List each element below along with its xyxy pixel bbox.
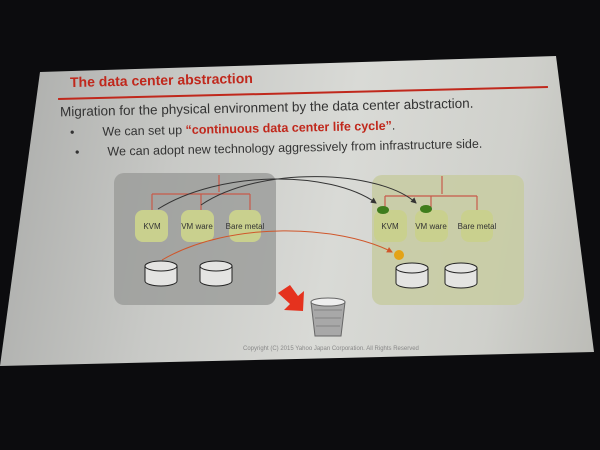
migrated-vm-dot bbox=[420, 205, 432, 213]
old-node-vmware: VM ware bbox=[181, 222, 213, 231]
old-node-baremetal: Bare metal bbox=[226, 222, 265, 231]
storage-disks bbox=[144, 260, 478, 289]
trash-can-icon bbox=[310, 297, 346, 337]
new-node-vmware: VM ware bbox=[415, 222, 447, 231]
migrated-vm-dot bbox=[377, 206, 389, 214]
new-network-lines bbox=[384, 176, 478, 210]
migrated-storage-dot bbox=[394, 250, 404, 260]
red-arrow-icon bbox=[278, 285, 304, 311]
migrate-arrow-kvm bbox=[157, 178, 377, 210]
copyright-text: Copyright (C) 2015 Yahoo Japan Corporati… bbox=[243, 346, 419, 352]
new-node-kvm: KVM bbox=[381, 222, 399, 231]
old-network-lines bbox=[151, 175, 251, 210]
migrate-arrow-vmware bbox=[200, 176, 417, 206]
new-nodes bbox=[374, 210, 493, 242]
old-nodes bbox=[135, 210, 261, 242]
migrate-arrow-storage bbox=[161, 230, 393, 261]
new-node-baremetal: Bare metal bbox=[458, 222, 497, 231]
old-node-kvm: KVM bbox=[143, 222, 161, 231]
